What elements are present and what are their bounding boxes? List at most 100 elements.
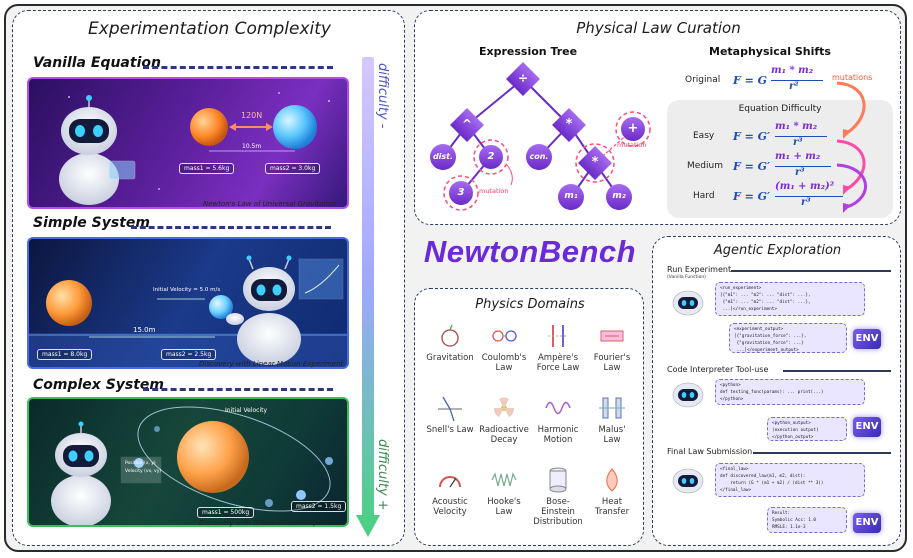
env-badge-code: ENV xyxy=(853,417,881,437)
original-label: Original xyxy=(685,75,721,85)
domain-gauge: Acoustic Velocity xyxy=(423,465,477,517)
tree-node-two: 2 xyxy=(487,151,495,162)
complex-dash xyxy=(143,388,333,391)
complex-velocity: Initial Velocity xyxy=(225,407,268,414)
shifts-title: Metaphysical Shifts xyxy=(709,45,831,58)
easy-formula: F = G′ m₁ * m₂ r³ xyxy=(733,121,843,155)
vanilla-mass1: mass1 = 5.6kg xyxy=(179,163,235,174)
flame-icon xyxy=(585,465,639,495)
tree-title: Expression Tree xyxy=(479,45,578,58)
code-interpreter-title: Code Interpreter Tool-use xyxy=(667,365,769,374)
domain-polarizer: Malus' Law xyxy=(585,393,639,445)
code-interpreter-line xyxy=(783,370,891,372)
simple-mass1: mass1 = 8.0kg xyxy=(37,349,93,360)
cylinder-icon xyxy=(531,465,585,495)
domain-label: Gravitation xyxy=(426,353,474,363)
domain-wave: Harmonic Motion xyxy=(531,393,585,445)
simple-dash xyxy=(131,226,331,229)
difficulty-title: Equation Difficulty xyxy=(738,104,822,114)
complex-mass2: mass2 = 1.5kg xyxy=(291,501,347,512)
tree-node-m2: m₂ xyxy=(612,191,626,201)
difficulty-plus-label: difficulty + xyxy=(375,439,390,511)
domain-charges: Coulomb's Law xyxy=(477,321,531,373)
complexity-title: Experimentation Complexity xyxy=(88,19,331,39)
spring-icon xyxy=(477,465,531,495)
tree-node-three: 3 xyxy=(457,187,465,198)
domain-label: Fourier's Law xyxy=(593,353,631,373)
tree-node-con: con. xyxy=(529,152,549,161)
easy-bar xyxy=(775,136,827,137)
vanilla-scene xyxy=(59,92,330,205)
domain-label: Harmonic Motion xyxy=(537,425,579,445)
simple-mass2: mass2 = 2.5kg xyxy=(161,349,217,360)
complex-card: Initial Velocity Position (x, y) Velocit… xyxy=(27,397,349,527)
robot-icon-code xyxy=(672,382,704,408)
domains-panel: Physics Domains Gravitation Coulomb's Law… xyxy=(414,288,644,546)
code-response-bubble: <python_output> (execution output) </pyt… xyxy=(767,417,847,441)
domain-label: Heat Transfer xyxy=(594,497,630,517)
domain-cylinder: Bose-Einstein Distribution xyxy=(531,465,585,527)
domain-radiation: Radioactive Decay xyxy=(477,393,531,445)
final-request-bubble: <final_law> def discovered_law(m1, m2, d… xyxy=(715,463,865,497)
domain-label: Radioactive Decay xyxy=(479,425,529,445)
easy-lhs: F = G′ xyxy=(733,130,770,143)
medium-label: Medium xyxy=(687,161,723,171)
complexity-panel: Experimentation Complexity difficulty - … xyxy=(12,10,405,546)
simple-caption: Discovery with Linear Motion Experiment xyxy=(199,360,344,368)
domain-label: Snell's Law xyxy=(426,425,474,435)
medium-num: m₁ + m₂ xyxy=(775,151,821,162)
env-badge-run: ENV xyxy=(853,329,881,349)
medium-den: r³ xyxy=(795,167,805,178)
complex-caption: Discovery with Orbital Motion Experiment xyxy=(199,519,346,527)
domain-label: Hooke's Law xyxy=(487,497,521,517)
robot-icon-run xyxy=(672,290,704,316)
simple-robot xyxy=(226,255,301,365)
agentic-title: Agentic Exploration xyxy=(713,243,842,258)
agentic-panel: Agentic Exploration Run Experiment (Vani… xyxy=(652,236,901,546)
domain-heat-bar: Fourier's Law xyxy=(585,321,639,373)
charges-icon xyxy=(477,321,531,351)
vanilla-card: 120N 10.5m mass1 = 5.6kg mass2 = 3.0kg xyxy=(27,77,349,209)
complex-velocity-xy: Velocity (vx, vy) xyxy=(125,469,162,474)
domain-flame: Heat Transfer xyxy=(585,465,639,517)
vanilla-robot xyxy=(59,95,136,205)
hard-formula: F = G′ (m₁ + m₂)² r³ xyxy=(733,181,853,215)
vanilla-force: 120N xyxy=(241,111,263,120)
expression-tree xyxy=(430,62,651,211)
run-experiment-title: Run Experiment xyxy=(667,265,732,274)
domain-label: Coulomb's Law xyxy=(481,353,527,373)
domain-label: Bose-Einstein Distribution xyxy=(533,497,583,527)
tree-node-m1: m₁ xyxy=(564,191,578,201)
easy-den: r³ xyxy=(793,137,803,148)
original-bar xyxy=(771,80,823,81)
complex-title: Complex System xyxy=(33,377,165,393)
tree-node-mul1: * xyxy=(565,117,573,132)
hard-lhs: F = G′ xyxy=(733,190,770,203)
env-badge-final: ENV xyxy=(853,513,881,533)
mutation-label-a: mutation xyxy=(479,187,509,195)
mutation-arrows xyxy=(836,81,867,213)
hard-den: r³ xyxy=(801,197,811,208)
original-num: m₁ * m₂ xyxy=(771,65,814,76)
complex-mass1: mass1 = 500kg xyxy=(197,507,255,518)
run-request-bubble: <run_experiment> [{"m1": ... "m2": ... "… xyxy=(715,282,865,316)
easy-num: m₁ * m₂ xyxy=(775,121,818,132)
simple-scene xyxy=(29,255,347,367)
mutations-label: mutations xyxy=(832,73,873,82)
original-den: r² xyxy=(789,81,799,92)
vanilla-dash xyxy=(143,66,333,69)
radiation-icon xyxy=(477,393,531,423)
simple-velocity: Initial Velocity = 5.0 m/s xyxy=(153,287,221,293)
hard-label: Hard xyxy=(693,191,715,201)
tree-node-dist: dist. xyxy=(432,152,454,161)
apple-icon xyxy=(423,321,477,351)
original-formula: F = G m₁ * m₂ r² xyxy=(733,65,853,99)
difficulty-arrow xyxy=(356,57,380,537)
complex-robot xyxy=(51,421,111,525)
medium-bar xyxy=(775,166,831,167)
difficulty-minus-label: difficulty - xyxy=(375,63,390,129)
tree-node-pow: ^ xyxy=(461,117,473,131)
domains-title: Physics Domains xyxy=(475,297,585,312)
tree-node-root: ÷ xyxy=(517,71,529,85)
domain-spring: Hooke's Law xyxy=(477,465,531,517)
